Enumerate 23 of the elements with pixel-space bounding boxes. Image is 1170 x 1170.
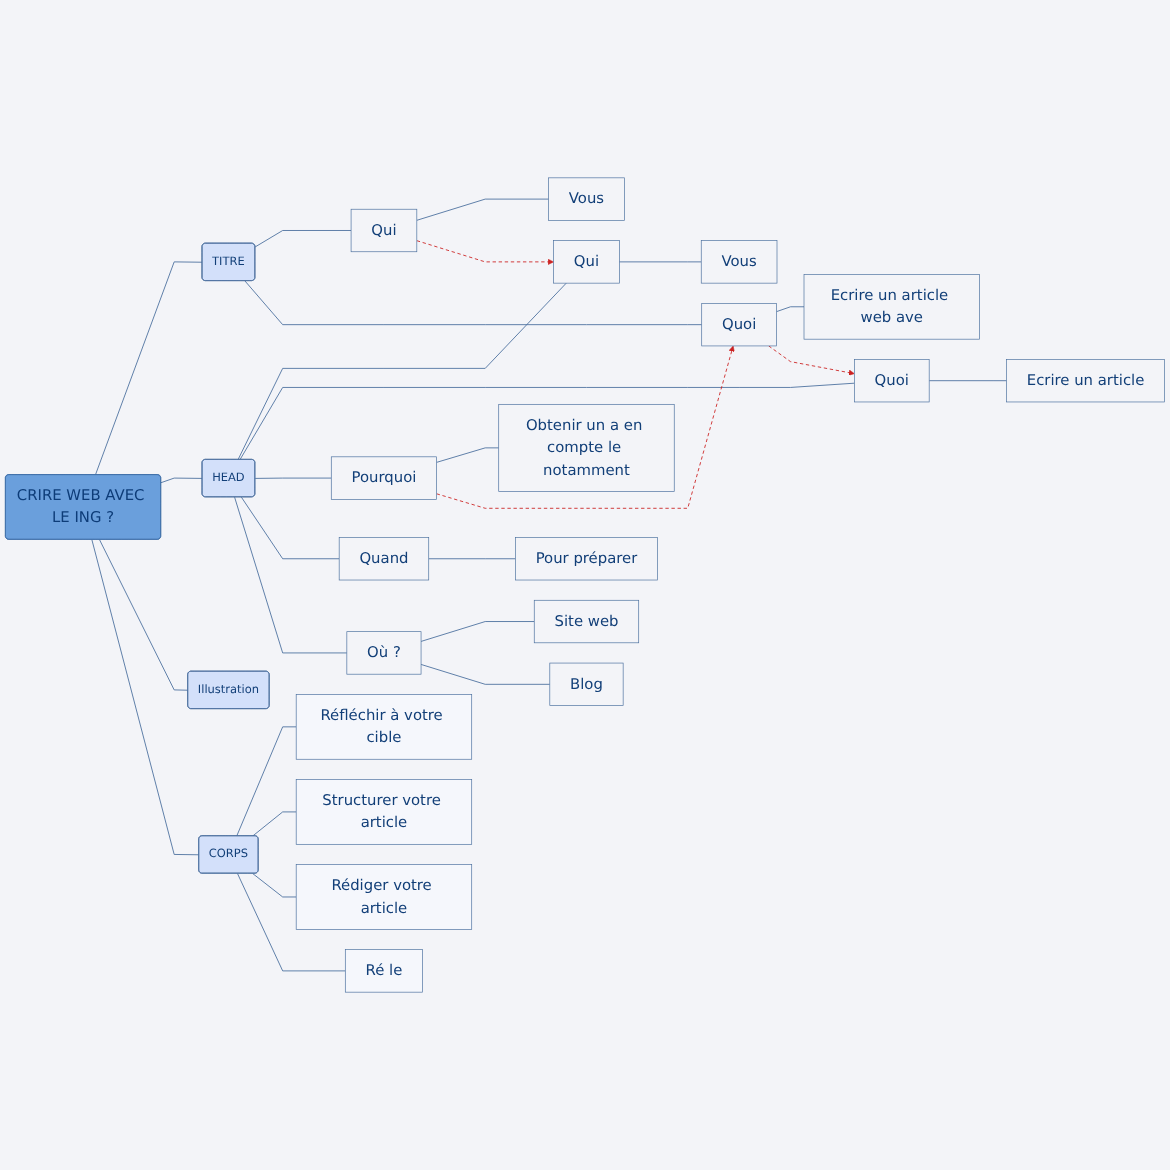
connector xyxy=(236,726,297,837)
connector xyxy=(928,380,1007,382)
connector xyxy=(95,261,203,476)
connector xyxy=(252,873,297,898)
connector xyxy=(234,496,348,654)
connector xyxy=(254,230,352,248)
connector xyxy=(99,539,189,691)
connector xyxy=(239,382,855,461)
connector xyxy=(428,558,516,560)
connector xyxy=(776,306,805,313)
connector xyxy=(420,621,535,642)
connector xyxy=(237,282,567,461)
connector xyxy=(237,873,346,972)
connector xyxy=(91,539,200,856)
connector xyxy=(160,477,203,484)
connector xyxy=(436,447,500,463)
connector xyxy=(244,280,703,326)
connector xyxy=(254,477,332,479)
connector xyxy=(618,261,702,263)
connector xyxy=(252,811,297,837)
connector xyxy=(240,496,340,560)
connector xyxy=(420,664,551,685)
connector xyxy=(416,198,550,221)
